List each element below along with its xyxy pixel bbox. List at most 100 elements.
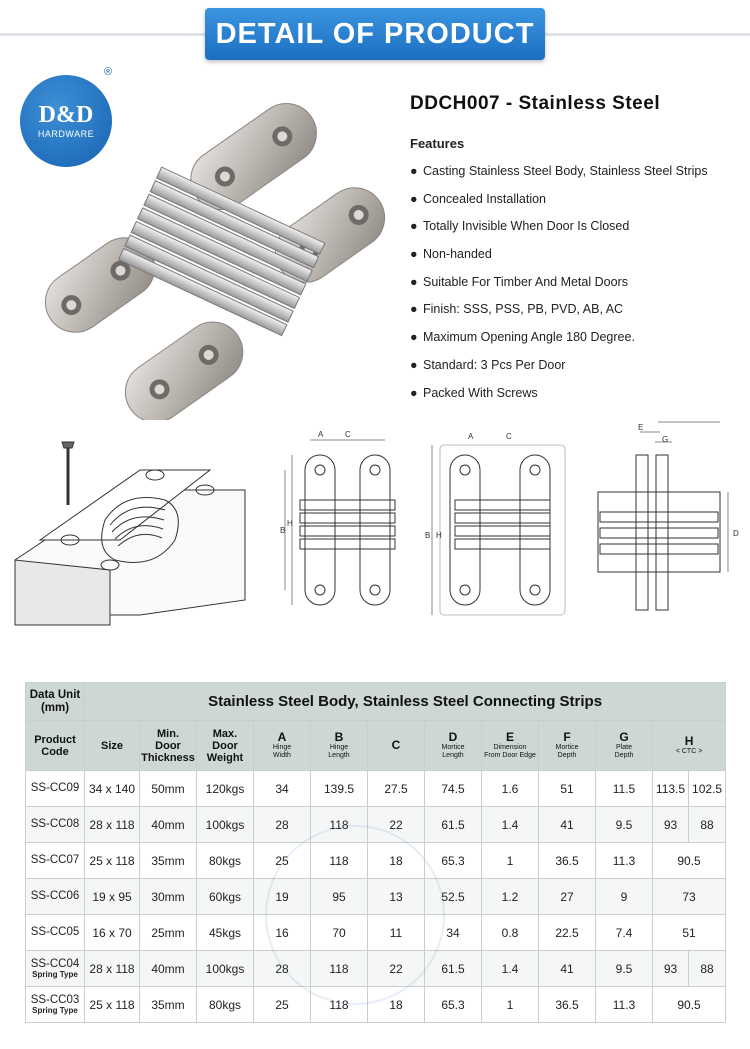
dim-label-d: D: [733, 529, 739, 538]
mortice-view-drawing: [431, 444, 566, 616]
cell-c: 18: [367, 986, 425, 1023]
cell-g: 9.5: [595, 806, 653, 843]
feature-item: ●Standard: 3 Pcs Per Door: [410, 358, 708, 386]
dim-label-c: C: [345, 430, 351, 439]
cell-h: 90.5: [651, 986, 727, 1023]
cell-a: 19: [253, 878, 311, 915]
cell-d: 65.3: [424, 842, 482, 879]
cell-e: 1.4: [481, 806, 539, 843]
bullet-icon: ●: [410, 219, 418, 234]
cell-a: 34: [253, 770, 311, 807]
features-list: ● Casting Stainless Steel Body, Stainless…: [410, 164, 708, 413]
cell-e: 1.4: [481, 950, 539, 987]
cell-thick: 30mm: [139, 878, 197, 915]
cell-b: 70: [310, 914, 368, 951]
bullet-icon: ●: [410, 385, 418, 400]
feature-text: Maximum Opening Angle 180 Degree.: [423, 330, 635, 345]
dim-label-g: G: [662, 435, 668, 444]
cell-product-code: SS-CC08: [25, 806, 85, 843]
cell-b: 118: [310, 950, 368, 987]
bullet-icon: ●: [410, 191, 418, 206]
cell-h: 51: [651, 914, 727, 951]
installation-drawing: [14, 441, 246, 626]
feature-text: Non-handed: [423, 247, 492, 262]
cell-c: 13: [367, 878, 425, 915]
cell-h: 90.5: [651, 842, 727, 879]
cell-h2: 102.5: [687, 770, 727, 807]
cell-size: 19 x 95: [84, 878, 140, 915]
cell-thick: 25mm: [139, 914, 197, 951]
cell-size: 16 x 70: [84, 914, 140, 951]
cell-size: 28 x 118: [84, 806, 140, 843]
cell-g: 11.3: [595, 986, 653, 1023]
cell-b: 118: [310, 842, 368, 879]
cell-c: 22: [367, 950, 425, 987]
cell-g: 11.5: [595, 770, 653, 807]
feature-text: Concealed Installation: [423, 191, 546, 206]
hinge-product-image: [44, 103, 386, 420]
cell-e: 1: [481, 842, 539, 879]
cell-product-code: SS-CC06: [25, 878, 85, 915]
cell-h1: 93: [652, 806, 689, 843]
cell-size: 25 x 118: [84, 986, 140, 1023]
brand-logo: D&D HARDWARE: [20, 75, 112, 167]
bullet-icon: ●: [410, 274, 418, 289]
col-size: Size: [84, 720, 140, 771]
cell-c: 18: [367, 842, 425, 879]
dim-label-e: E: [638, 423, 643, 432]
cell-size: 25 x 118: [84, 842, 140, 879]
cell-h2: 88: [687, 950, 727, 987]
cell-a: 25: [253, 842, 311, 879]
dim-label-c2: C: [506, 432, 512, 441]
col-c: C: [367, 720, 425, 771]
features-heading: Features: [410, 136, 465, 151]
feature-item: ● Concealed Installation: [410, 192, 708, 220]
cell-d: 61.5: [424, 806, 482, 843]
dim-label-b2: B: [425, 531, 430, 540]
data-unit-header: Data Unit(mm): [25, 682, 85, 721]
cell-b: 118: [310, 806, 368, 843]
logo-sub-text: HARDWARE: [37, 129, 95, 139]
cell-thick: 40mm: [139, 950, 197, 987]
cell-d: 52.5: [424, 878, 482, 915]
cell-f: 51: [538, 770, 596, 807]
logo-main-text: D&D: [38, 102, 94, 128]
bullet-icon: ●: [410, 357, 418, 372]
cell-g: 9: [595, 878, 653, 915]
feature-text: Casting Stainless Steel Body, Stainless …: [423, 164, 708, 178]
dim-label-a2: A: [468, 432, 474, 441]
cell-g: 11.3: [595, 842, 653, 879]
dim-label-h2: H: [436, 531, 442, 540]
cell-product-code: SS-CC09: [25, 770, 85, 807]
cell-f: 36.5: [538, 842, 596, 879]
cell-f: 36.5: [538, 986, 596, 1023]
cell-f: 41: [538, 806, 596, 843]
front-view-drawing: [284, 439, 396, 606]
cell-d: 34: [424, 914, 482, 951]
cell-e: 1: [481, 986, 539, 1023]
feature-item: ●Maximum Opening Angle 180 Degree.: [410, 330, 708, 358]
cell-size: 34 x 140: [84, 770, 140, 807]
col-h: H< CTC >: [651, 720, 727, 771]
feature-text: Packed With Screws: [423, 385, 538, 400]
technical-drawings: A C B H A C B H F E G D: [14, 421, 739, 626]
feature-item: ●Casting Stainless Steel Body, Stainless…: [410, 164, 708, 192]
cell-e: 1.6: [481, 770, 539, 807]
cell-d: 61.5: [424, 950, 482, 987]
cell-b: 118: [310, 986, 368, 1023]
dim-label-a: A: [318, 430, 324, 439]
cell-d: 74.5: [424, 770, 482, 807]
feature-item: ●Totally Invisible When Door Is Closed: [410, 219, 708, 247]
cell-c: 27.5: [367, 770, 425, 807]
feature-text: Suitable For Timber And Metal Doors: [423, 274, 628, 289]
